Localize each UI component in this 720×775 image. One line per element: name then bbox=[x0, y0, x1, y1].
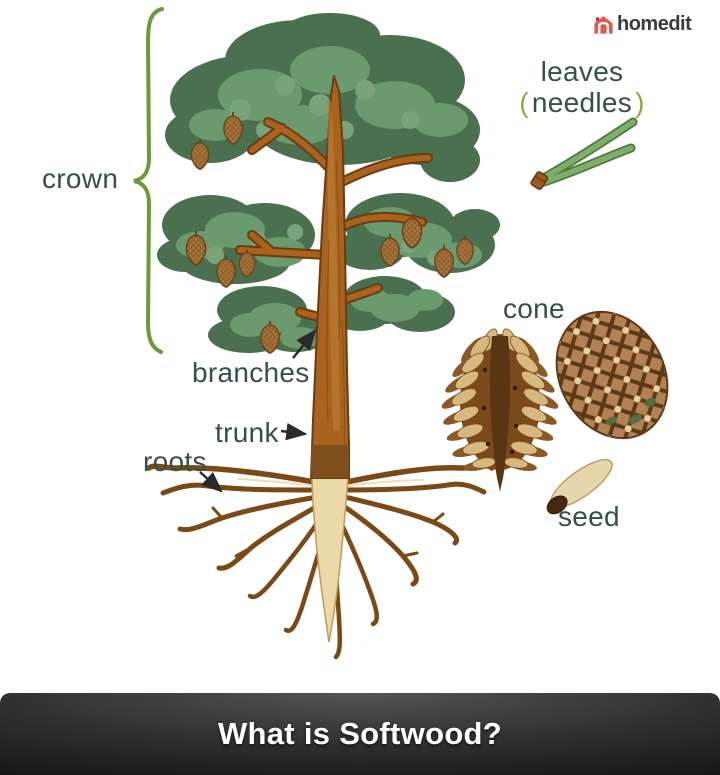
roots-arrow bbox=[199, 471, 223, 493]
needles-illustration bbox=[530, 117, 638, 190]
seed-label: seed bbox=[558, 501, 620, 532]
brand-logo: homedit bbox=[592, 13, 692, 36]
footer-title: What is Softwood? bbox=[217, 716, 503, 751]
leaves-label: leaves (needles) bbox=[498, 56, 666, 118]
house-icon bbox=[594, 16, 613, 34]
pointer-arrows bbox=[199, 329, 317, 493]
branches-label: branches bbox=[192, 357, 310, 388]
seed-illustration bbox=[546, 458, 613, 515]
leaves-label-line2: (needles) bbox=[498, 87, 666, 118]
needles-label: needles bbox=[531, 87, 633, 118]
roots-label: roots bbox=[143, 446, 207, 477]
cone-cross-section bbox=[441, 328, 559, 492]
whole-cone-illustration bbox=[555, 310, 669, 440]
trunk-arrow bbox=[280, 422, 308, 441]
trunk-label: trunk bbox=[215, 417, 279, 448]
trunk-illustration bbox=[310, 75, 350, 479]
footer-bar: What is Softwood? bbox=[0, 693, 720, 775]
brand-name: homedit bbox=[617, 13, 692, 35]
taproot bbox=[311, 477, 349, 643]
crown-label: crown bbox=[42, 163, 119, 194]
cone-label: cone bbox=[503, 293, 565, 324]
branches-arrow bbox=[292, 329, 317, 359]
leaves-label-line1: leaves bbox=[540, 56, 624, 87]
paren-close: ) bbox=[635, 87, 645, 118]
crown-brace bbox=[133, 7, 164, 354]
paren-open: ( bbox=[519, 87, 529, 118]
